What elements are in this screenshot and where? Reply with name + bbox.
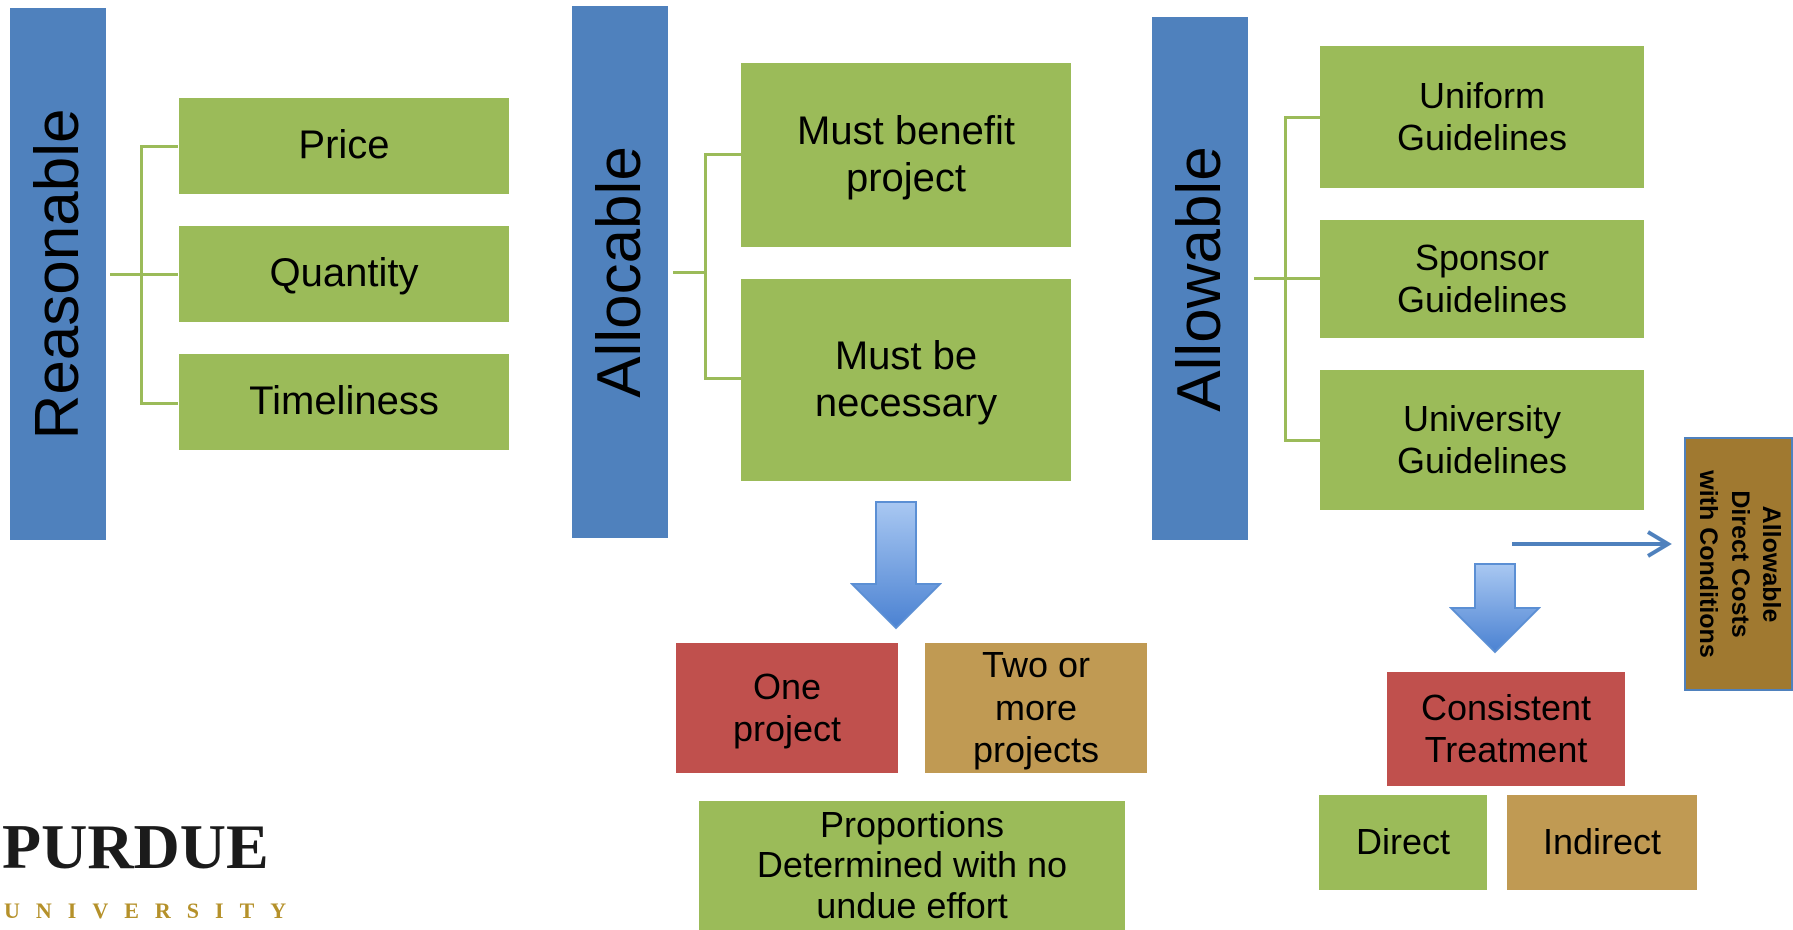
allocable-header: Allocable (572, 6, 668, 538)
allowable-connector-tick-2 (1284, 277, 1321, 280)
allowable-connector-tick-1 (1284, 116, 1321, 119)
reasonable-header-label: Reasonable (23, 108, 92, 440)
right-arrow-icon (1512, 530, 1672, 558)
allocable-connector-tick-2 (704, 377, 741, 380)
allowable-direct-costs-box: Allowable Direct Costs with Conditions (1684, 437, 1793, 691)
indirect-box: Indirect (1507, 795, 1697, 890)
allowable-connector-tick-3 (1284, 439, 1321, 442)
reasonable-connector-tick-3 (140, 402, 178, 405)
reasonable-connector-tick-2 (140, 273, 178, 276)
allowable-item-uniform: Uniform Guidelines (1320, 46, 1644, 188)
reasonable-item-timeliness: Timeliness (179, 354, 509, 450)
side-box-line-3: with Conditions (1693, 470, 1722, 658)
allowable-header: Allowable (1152, 17, 1248, 540)
allowable-direct-costs-text: Allowable Direct Costs with Conditions (1692, 470, 1786, 657)
allocable-connector-spine (704, 153, 707, 380)
allocable-proportions: Proportions Determined with no undue eff… (699, 801, 1125, 930)
purdue-logo-sub: UNIVERSITY (4, 898, 303, 923)
reasonable-item-price: Price (179, 98, 509, 194)
allocable-connector-stem (673, 271, 707, 274)
allowable-connector-stem (1254, 277, 1288, 280)
consistent-treatment: Consistent Treatment (1387, 672, 1625, 786)
allocable-item-must-be-necessary: Must be necessary (741, 279, 1071, 481)
reasonable-item-quantity: Quantity (179, 226, 509, 322)
allowable-item-sponsor: Sponsor Guidelines (1320, 220, 1644, 338)
allocable-down-arrow-icon (850, 501, 942, 630)
allocable-two-or-more-projects: Two or more projects (925, 643, 1147, 773)
side-box-line-1: Allowable (1756, 505, 1785, 623)
allocable-header-label: Allocable (585, 146, 654, 398)
allocable-item-must-benefit: Must benefit project (741, 63, 1071, 247)
reasonable-connector-tick-1 (140, 145, 178, 148)
allowable-down-arrow-icon (1449, 563, 1541, 654)
reasonable-connector-stem (110, 273, 142, 276)
allocable-one-project: One project (676, 643, 898, 773)
allowable-item-university: University Guidelines (1320, 370, 1644, 510)
direct-box: Direct (1319, 795, 1487, 890)
reasonable-header: Reasonable (10, 8, 106, 540)
side-box-line-2: Direct Costs (1725, 490, 1754, 638)
purdue-logo: PURDUE (2, 811, 269, 882)
allowable-header-label: Allowable (1165, 145, 1234, 412)
allocable-connector-tick-1 (704, 153, 741, 156)
